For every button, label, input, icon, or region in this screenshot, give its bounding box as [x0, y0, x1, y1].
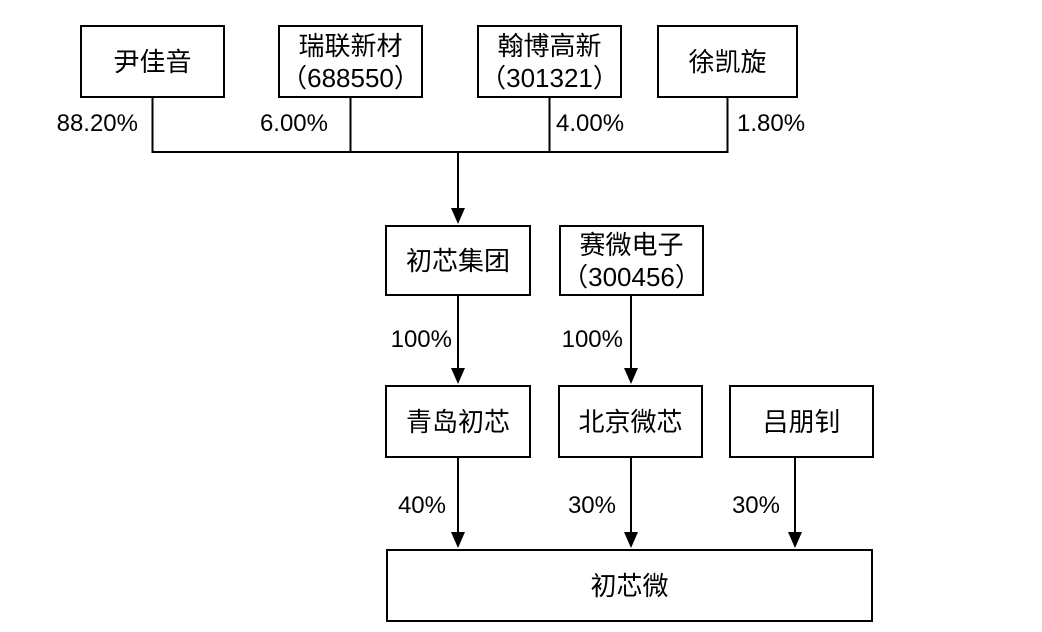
arrowhead-chuxin-group	[451, 208, 465, 224]
stake-label-beijing: 30%	[567, 492, 616, 519]
stake-label-xukaixuan: 1.80%	[737, 110, 806, 137]
node-stock-code: （301321）	[480, 62, 619, 93]
stake-label-qingdao: 40%	[397, 492, 446, 519]
node-chuxin-group: 初芯集团	[385, 225, 531, 296]
node-beijing-weixin: 北京微芯	[558, 385, 703, 458]
stake-label-hanbo: 4.00%	[556, 110, 625, 137]
stake-label-lvpengzhao: 30%	[731, 492, 780, 519]
node-label: 吕朋钊	[762, 406, 841, 437]
node-label: 初芯微	[590, 570, 669, 601]
node-label: 青岛初芯	[405, 406, 510, 437]
node-saiwei-electronics: 赛微电子 （300456）	[559, 225, 704, 296]
node-label: 北京微芯	[578, 406, 683, 437]
stake-label-saiwei: 100%	[561, 326, 623, 353]
node-label: 赛微电子	[579, 229, 684, 260]
node-label: 瑞联新材	[298, 30, 403, 61]
node-yinjiayin: 尹佳音	[80, 25, 225, 98]
node-lvpengzhao: 吕朋钊	[729, 385, 874, 458]
arrowhead-chuxinwei-right	[788, 532, 802, 548]
node-hanbo-gaoxin: 翰博高新 （301321）	[477, 25, 622, 98]
node-label: 尹佳音	[113, 46, 192, 77]
node-label: 徐凯旋	[688, 46, 767, 77]
arrowhead-chuxinwei-center	[624, 532, 638, 548]
node-ruilian-xincai: 瑞联新材 （688550）	[278, 25, 423, 98]
node-chuxinwei: 初芯微	[386, 549, 873, 622]
arrowhead-beijing-weixin	[624, 368, 638, 384]
node-qingdao-chuxin: 青岛初芯	[385, 385, 531, 458]
node-label: 初芯集团	[405, 245, 510, 276]
node-stock-code: （300456）	[562, 261, 701, 292]
arrowhead-qingdao-chuxin	[451, 368, 465, 384]
stake-label-ruilian: 6.00%	[259, 110, 328, 137]
node-stock-code: （688550）	[281, 62, 420, 93]
stake-label-chuxin-group: 100%	[390, 326, 452, 353]
node-label: 翰博高新	[497, 30, 602, 61]
stake-label-yinjiayin: 88.20%	[56, 110, 138, 137]
arrowhead-chuxinwei-left	[451, 532, 465, 548]
node-xukaixuan: 徐凯旋	[657, 25, 798, 98]
